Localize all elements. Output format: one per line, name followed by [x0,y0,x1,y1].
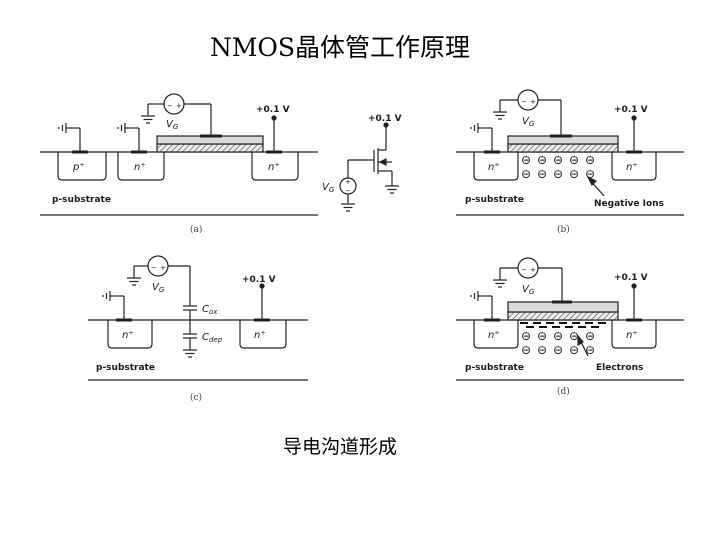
panel-c [88,255,308,381]
negative-ion: ⊖ [569,153,579,167]
electrons-label: Electrons [596,363,643,373]
negative-ion: ⊖ [553,153,563,167]
cdep-label: Cdep [202,332,223,344]
symbol-vg-label: VG [322,182,335,194]
negative-ion: ⊖ [521,329,531,343]
panel-b-vg-label: VG [522,116,535,128]
panel-c-vg-label: VG [152,282,165,294]
panel-b-n-plus-drain: n⁺ [626,162,638,173]
negative-ion: ⊖ [521,167,531,181]
panel-b-substrate-label: p-substrate [465,195,524,205]
negative-ion: ⊖ [521,343,531,357]
negative-ion: ⊖ [585,153,595,167]
panel-b [456,89,684,216]
panel-b-drain-voltage: +0.1 V [614,105,648,115]
panel-d-ion-grid: ⊖ ⊖ ⊖ ⊖ ⊖ ⊖ ⊖ ⊖ ⊖ ⊖ [521,329,595,357]
panel-b-vg-minus: − [521,98,527,106]
cox-label: Cox [202,304,218,316]
panel-a-vg-plus: + [176,102,182,110]
negative-ion: ⊖ [569,329,579,343]
panel-d-n-plus-source: n⁺ [488,330,500,341]
panel-b-caption: (b) [557,224,570,235]
negative-ion: ⊖ [553,167,563,181]
panel-c-n-plus-drain: n⁺ [254,330,266,341]
negative-ion: ⊖ [585,343,595,357]
panel-a-p-plus: p⁺ [72,162,85,173]
panel-a-caption: (a) [190,224,202,235]
panel-b-vg-plus: + [530,98,536,106]
panel-d-n-plus-drain: n⁺ [626,330,638,341]
panel-d-drain-voltage: +0.1 V [614,273,648,283]
negative-ion: ⊖ [553,329,563,343]
negative-ion: ⊖ [521,153,531,167]
panel-c-drain-voltage: +0.1 V [242,275,276,285]
negative-ion: ⊖ [569,343,579,357]
mosfet-symbol [339,122,399,212]
negative-ions-label: Negative Ions [594,199,664,209]
panel-a-vg-label: VG [166,119,179,131]
panel-b-n-plus-source: n⁺ [488,162,500,173]
slide-caption: 导电沟道形成 [282,436,397,458]
panel-c-caption: (c) [190,392,202,403]
panel-a [40,93,318,216]
panel-b-ion-grid: ⊖ ⊖ ⊖ ⊖ ⊖ ⊖ ⊖ ⊖ ⊖ ⊖ [521,153,595,181]
panel-a-vg-minus: − [167,102,173,110]
panel-c-vg-minus: − [151,264,157,272]
panel-d-substrate-label: p-substrate [465,363,524,373]
panel-c-vg-plus: + [160,264,166,272]
panel-a-n-plus-drain: n⁺ [268,162,280,173]
negative-ion: ⊖ [537,329,547,343]
negative-ion: ⊖ [569,167,579,181]
symbol-vg-plus: + [345,178,351,186]
panel-d-vg-minus: − [521,266,527,274]
panel-c-substrate-label: p-substrate [96,363,155,373]
negative-ion: ⊖ [537,167,547,181]
panel-d-vg-label: VG [522,284,535,296]
negative-ion: ⊖ [553,343,563,357]
negative-ion: ⊖ [537,153,547,167]
negative-ion: ⊖ [585,167,595,181]
panel-c-n-plus-source: n⁺ [122,330,134,341]
slide-title: NMOS晶体管工作原理 [209,33,471,62]
panel-a-n-plus-source: n⁺ [134,162,146,173]
panel-d [456,257,684,381]
panel-a-substrate-label: p-substrate [52,195,111,205]
panel-d-vg-plus: + [530,266,536,274]
electron-layer [520,322,606,328]
negative-ion: ⊖ [537,343,547,357]
symbol-vg-minus: − [345,187,351,195]
panel-d-caption: (d) [557,386,570,397]
negative-ion: ⊖ [585,329,595,343]
panel-a-drain-voltage: +0.1 V [256,105,290,115]
symbol-drain-voltage: +0.1 V [368,114,402,124]
